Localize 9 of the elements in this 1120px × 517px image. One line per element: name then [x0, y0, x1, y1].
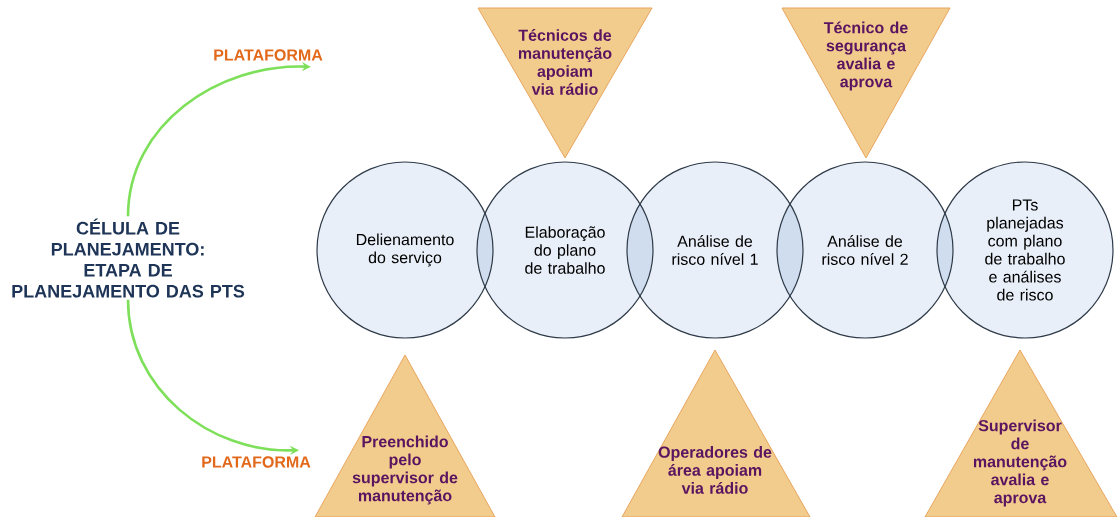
platform-label: PLATAFORMA: [202, 456, 311, 468]
inverted-triangle: Técnico de segurança avalia e aprova: [781, 7, 951, 159]
triangle: Preenchido pelo supervisor de manutenção: [314, 354, 496, 517]
title-text: CÉLULA DE PLANEJAMENTO: ETAPA DE PLANEJAMENTO DAS PTS: [12, 218, 245, 298]
platform-label: PLATAFORMA: [214, 49, 323, 61]
triangle: Supervisor de manutenção avalia e aprova: [924, 349, 1118, 517]
curved-arrow: [126, 61, 311, 217]
inverted-triangle: Técnicos de manutenção apoiam via rádio: [477, 7, 653, 159]
triangle: Operadores de área apoiam via rádio: [621, 349, 811, 517]
